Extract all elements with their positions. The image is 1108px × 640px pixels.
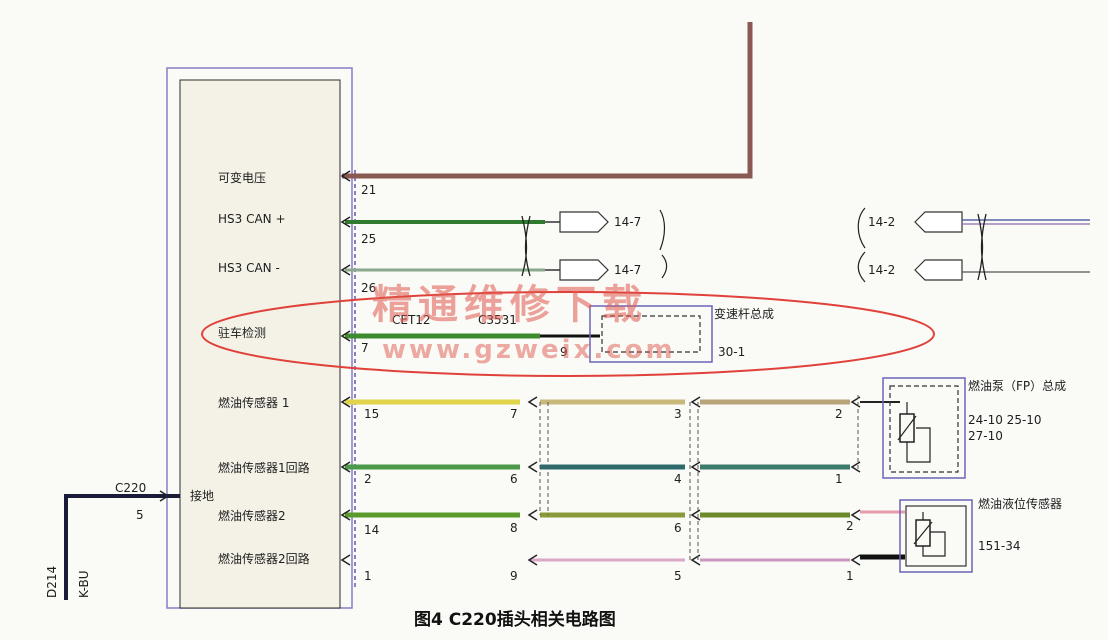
gear-lever-module-name: 变速杆总成 bbox=[714, 306, 774, 321]
can-right-bottom-offpage-connector bbox=[914, 259, 963, 281]
ground-wire-color: K-BU bbox=[77, 570, 91, 598]
fuel-level-internal-wiring bbox=[922, 512, 946, 557]
ground-connector-label: C220 bbox=[115, 481, 146, 495]
arrow-icon bbox=[340, 509, 351, 521]
park-wire-label-cet12: CET12 bbox=[392, 313, 431, 327]
fuel-sensor-1-return-pin-col4: 1 bbox=[835, 472, 843, 486]
pin-14: 14 bbox=[364, 523, 379, 537]
highlight-ellipse bbox=[201, 291, 935, 377]
arrow-icon bbox=[340, 330, 351, 342]
pin-26: 26 bbox=[361, 281, 376, 295]
pin-7-park: 7 bbox=[361, 341, 369, 355]
fuel-pump-inner bbox=[889, 385, 959, 473]
park-pin-9: 9 bbox=[560, 345, 568, 359]
ground-arrow-icon bbox=[159, 490, 170, 502]
can-left-bottom-ref: 14-7 bbox=[614, 263, 641, 277]
fuel-sensor-1-return-pin-col2: 6 bbox=[510, 472, 518, 486]
signal-label-fuel-sensor-2-return: 燃油传感器2回路 bbox=[218, 551, 310, 566]
ground-wire bbox=[64, 494, 180, 600]
fuel-pump-refs-line2: 27-10 bbox=[968, 429, 1003, 443]
signal-label-fuel-sensor-1: 燃油传感器 1 bbox=[218, 395, 289, 410]
connector-arrows bbox=[340, 170, 861, 566]
signal-label-fuel-sensor-2: 燃油传感器2 bbox=[218, 508, 286, 523]
gear-lever-ref: 30-1 bbox=[718, 345, 745, 359]
arrow-icon bbox=[850, 509, 861, 521]
pin-1: 1 bbox=[364, 569, 372, 583]
signal-label-park-detect: 驻车检测 bbox=[218, 325, 266, 340]
can-right-top-ref: 14-2 bbox=[868, 215, 895, 229]
arrow-icon bbox=[340, 554, 351, 566]
fuel-sensor-1-return-pin-col3: 4 bbox=[674, 472, 682, 486]
fuel-pump-frame bbox=[882, 377, 966, 479]
arrow-icon bbox=[340, 264, 351, 276]
arrow-icon bbox=[850, 396, 861, 408]
arrow-icon bbox=[527, 554, 538, 566]
fuel-pump-refs-line1: 24-10 25-10 bbox=[968, 413, 1042, 427]
fuel-sensor-2-pin-col2: 8 bbox=[510, 521, 518, 535]
variable-voltage-wire bbox=[342, 22, 753, 179]
fuel-sensor-1-pin-col4: 2 bbox=[835, 407, 843, 421]
arrow-icon bbox=[340, 461, 351, 473]
fuel-level-sensor-name: 燃油液位传感器 bbox=[978, 496, 1062, 511]
arrow-icon bbox=[690, 554, 701, 566]
twisted-pair-left-icon bbox=[521, 215, 531, 277]
brace-left-icon bbox=[659, 209, 668, 279]
arrow-icon bbox=[850, 461, 861, 473]
arrow-icon bbox=[850, 554, 861, 566]
watermark-url: www.gzweix.com bbox=[382, 335, 676, 365]
fuel-sensor-2-pin-col4: 2 bbox=[846, 519, 854, 533]
gear-lever-module-inner bbox=[601, 315, 701, 353]
brace-right-icon bbox=[857, 207, 866, 283]
signal-label-fuel-sensor-1-return: 燃油传感器1回路 bbox=[218, 460, 310, 475]
ground-pin: 5 bbox=[136, 508, 144, 522]
fuel-pump-name: 燃油泵（FP）总成 bbox=[968, 378, 1066, 393]
fuel-sensor-2-return-pin-col2: 9 bbox=[510, 569, 518, 583]
fuel-level-sensor-inner bbox=[905, 505, 967, 567]
pin-15: 15 bbox=[364, 407, 379, 421]
arrow-icon bbox=[690, 396, 701, 408]
pin-2: 2 bbox=[364, 472, 372, 486]
fuel-level-sensor-frame bbox=[899, 499, 973, 573]
arrow-icon bbox=[690, 461, 701, 473]
pin-25: 25 bbox=[361, 232, 376, 246]
signal-label-variable-voltage: 可变电压 bbox=[218, 170, 266, 185]
figure-caption: 图4 C220插头相关电路图 bbox=[414, 609, 616, 630]
arrow-icon bbox=[340, 216, 351, 228]
signal-label-hs3-can-plus: HS3 CAN + bbox=[218, 212, 286, 226]
can-left-top-ref: 14-7 bbox=[614, 215, 641, 229]
ground-wire-code: D214 bbox=[45, 566, 59, 598]
fuel-sensor-2-pin-col3: 6 bbox=[674, 521, 682, 535]
variable-resistor-arrow-icon bbox=[897, 415, 917, 441]
module-body bbox=[179, 79, 341, 609]
ground-label: 接地 bbox=[190, 488, 214, 503]
fuel-sensor-2-return-pin-col3: 5 bbox=[674, 569, 682, 583]
arrow-icon bbox=[690, 509, 701, 521]
fuel-level-sensor-ref: 151-34 bbox=[978, 539, 1021, 553]
watermark-title: 精通维修下载 bbox=[372, 282, 648, 328]
arrow-icon bbox=[340, 170, 351, 182]
fuel-pump-internal-wiring bbox=[906, 402, 931, 463]
level-resistor-arrow-icon bbox=[913, 521, 933, 545]
park-wire-label-c3531: C3531 bbox=[478, 313, 517, 327]
pin-21: 21 bbox=[361, 183, 376, 197]
arrow-icon bbox=[527, 509, 538, 521]
arrow-icon bbox=[527, 461, 538, 473]
fuel-sensor-2-return-pin-col4: 1 bbox=[846, 569, 854, 583]
can-minus-offpage-connector bbox=[559, 259, 609, 281]
arrow-icon bbox=[527, 396, 538, 408]
can-right-bottom-ref: 14-2 bbox=[868, 263, 895, 277]
signal-label-hs3-can-minus: HS3 CAN - bbox=[218, 261, 280, 275]
twisted-pair-right-icon bbox=[977, 213, 987, 281]
fuel-sensor-1-pin-col2: 7 bbox=[510, 407, 518, 421]
arrow-icon bbox=[340, 396, 351, 408]
gear-lever-module-frame bbox=[589, 305, 713, 363]
can-plus-offpage-connector bbox=[559, 211, 609, 233]
fuel-sensor-1-pin-col3: 3 bbox=[674, 407, 682, 421]
can-right-top-offpage-connector bbox=[914, 211, 963, 233]
